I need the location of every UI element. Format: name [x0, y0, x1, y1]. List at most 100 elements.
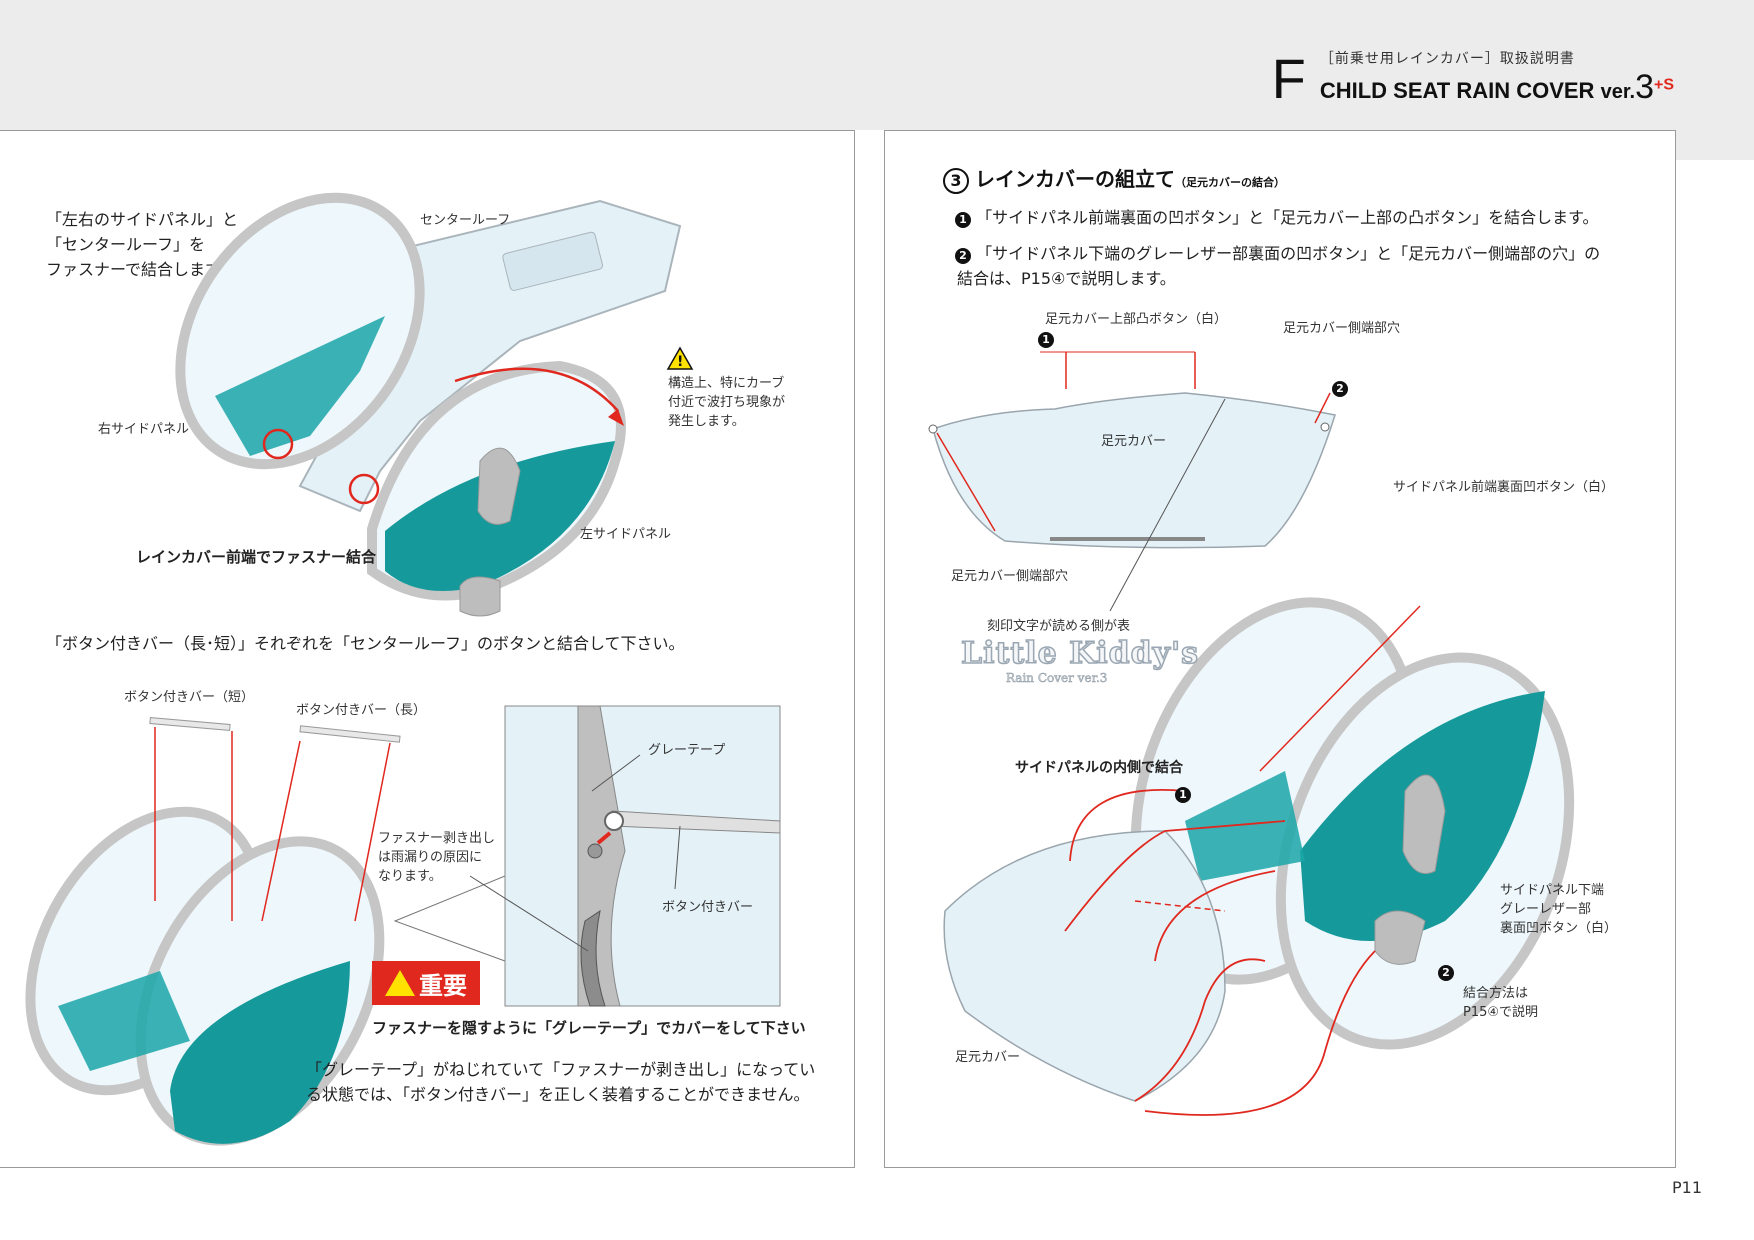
bottom-tab-shape [1374, 910, 1426, 965]
assembled-right-teal-shape [1185, 771, 1305, 881]
section-title: レインカバーの組立て [975, 167, 1175, 191]
label-bottom-button: サイドパネル下端 グレーレザー部 裏面凹ボタン（白） [1500, 881, 1617, 938]
foot-cover-flat-shape [932, 392, 1336, 549]
zipper-note-line: ファスナー剥き出し [378, 831, 496, 846]
fold-line [1134, 900, 1226, 912]
zipper-note-line: は雨漏りの原因に [378, 850, 483, 865]
bar-short-shape [149, 716, 231, 732]
label-top-button: 足元カバー上部凸ボタン（白） [1045, 312, 1228, 327]
zipper-leader [469, 875, 589, 952]
snap-arrow [596, 831, 612, 845]
connect-arrow-5 [1144, 950, 1376, 1116]
label-gray-tape: グレーテープ [648, 743, 726, 758]
warning-note: 構造上、特にカーブ 付近で波打ち現象が 発生します。 [668, 374, 785, 431]
connect-arrow-1 [1069, 789, 1186, 862]
logo-main: Little Kiddy's [960, 635, 1200, 672]
caption-inside-join: サイドパネルの内側で結合 [1015, 760, 1183, 776]
product-title: CHILD SEAT RAIN COVER ver.3+S [1320, 68, 1674, 107]
left-panel-leather-shape [477, 447, 521, 525]
foot-cover-3d-shape [943, 830, 1226, 1102]
marker-2-right: 2 [1332, 377, 1348, 397]
button-bar-leader [674, 825, 681, 890]
brand-header: F ［前乗せ用レインカバー］取扱説明書 CHILD SEAT RAIN COVE… [1272, 48, 1674, 107]
bar-arrow-3 [261, 740, 301, 922]
assembly-illustration: ! [25, 192, 781, 1146]
version-number: 3 [1635, 68, 1654, 106]
label-foot-cover-3d: 足元カバー [955, 1050, 1021, 1065]
leather-patch-shape [1402, 774, 1446, 874]
curve-arrow-head [608, 409, 624, 426]
caption-hide-zipper: ファスナーを隠すように「グレーテープ」でカバーをして下さい [372, 1019, 806, 1037]
label-bar-short: ボタン付きバー（短） [124, 690, 255, 705]
step-2-number: 2 [955, 248, 971, 264]
zipper-marker-1 [262, 428, 294, 460]
important-badge: 重要 [372, 961, 480, 1005]
curve-arrow [454, 367, 619, 412]
intro-line: ファスナーで結合します。 [46, 260, 236, 279]
left-panel: 「左右のサイドパネル」と 「センタールーフ」を ファスナーで結合します。 ! [0, 130, 855, 1168]
caption-front-zipper: レインカバー前端でファスナー結合 [136, 548, 377, 566]
front-button-leader [1259, 605, 1421, 772]
marker-2-right-num: 2 [1332, 381, 1348, 397]
header-band-extension [1670, 130, 1754, 160]
marker-1-top: 1 [1038, 328, 1054, 348]
important-label: 重要 [419, 971, 467, 1000]
logo-sub: Rain Cover ver.3 [1006, 671, 1108, 686]
step-2: 2 「サイドパネル下端のグレーレザー部裏面の凹ボタン」と「足元カバー側端部の穴」… [955, 241, 1600, 291]
marker-1-inside: 1 [1175, 783, 1191, 803]
warning-note-line: 発生します。 [668, 414, 745, 429]
label-side-hole-right: 足元カバー側端部穴 [1283, 321, 1401, 336]
join-method-note: 結合方法は P15④で説明 [1463, 984, 1538, 1022]
label-side-hole-left: 足元カバー側端部穴 [951, 569, 1069, 584]
marker-2-bottom: 2 [1438, 961, 1454, 981]
engraved-leader [1109, 398, 1226, 612]
step-2-text-cont: 結合は、P15④で説明します。 [957, 269, 1176, 288]
step-1-text: 「サイドパネル前端裏面の凹ボタン」と「足元カバー上部の凸ボタン」を結合します。 [976, 208, 1599, 227]
arrow-side-hole-left [936, 432, 996, 532]
intro-line: 「左右のサイドパネル」と [46, 210, 239, 229]
instruction-bars: 「ボタン付きバー（長･短）」それぞれを「センタールーフ」のボタンと結合して下さい… [46, 634, 685, 653]
label-button-bar: ボタン付きバー [662, 900, 754, 915]
warning-text: 「グレーテープ」がねじれていて「ファスナーが剥き出し」になってい る状態では、「… [306, 1057, 815, 1107]
warning-note-line: 付近で波打ち現象が [668, 395, 786, 410]
bar-end-circle [604, 811, 624, 831]
bottom-button-line: サイドパネル下端 [1500, 883, 1605, 898]
label-front-button: サイドパネル前端裏面凹ボタン（白） [1393, 480, 1615, 495]
roof-vent-shape [502, 231, 604, 291]
zipper-exposed-note: ファスナー剥き出し は雨漏りの原因に なります。 [378, 829, 495, 886]
section-number: 3 [943, 168, 969, 194]
bar-arrow-4 [354, 742, 391, 922]
intro-text: 「左右のサイドパネル」と 「センタールーフ」を ファスナーで結合します。 [46, 207, 238, 282]
callout-pointer [393, 875, 506, 962]
warning-text-line: る状態では、「ボタン付きバー」を正しく装着することができません。 [306, 1085, 810, 1104]
bottom-button-line: グレーレザー部 [1500, 902, 1592, 917]
zipper-marker-2 [348, 473, 380, 505]
step-1-number: 1 [955, 212, 971, 228]
gray-tape-leader [591, 754, 641, 792]
lower-right-teal-shape [58, 971, 190, 1071]
connect-arrow-2 [1064, 820, 1286, 932]
left-panel-tab-shape [459, 576, 501, 617]
little-kiddys-logo: Little Kiddy's Rain Cover ver.3 [960, 635, 1200, 686]
page-number: P11 [1672, 1178, 1703, 1197]
zipper-teeth-shape [580, 909, 606, 1007]
label-engraved-side: 刻印文字が読める側が表 [987, 619, 1131, 634]
label-right-panel: 右サイドパネル [98, 422, 190, 437]
step-1: 1 「サイドパネル前端裏面の凹ボタン」と「足元カバー上部の凸ボタン」を結合します… [955, 205, 1599, 230]
warning-note-line: 構造上、特にカーブ [668, 376, 785, 391]
label-center-roof: センタールーフ [420, 213, 511, 228]
label-foot-cover: 足元カバー [1101, 434, 1167, 449]
manual-subtitle: ［前乗せ用レインカバー］取扱説明書 [1319, 51, 1575, 67]
snap-button-shape [587, 843, 603, 859]
intro-line: 「センタールーフ」を [46, 235, 206, 254]
label-bar-long: ボタン付きバー（長） [296, 703, 427, 718]
warning-text-line: 「グレーテープ」がねじれていて「ファスナーが剥き出し」になってい [306, 1060, 816, 1079]
zipper-detail-box [504, 705, 781, 1007]
foot-cover-illustration [928, 351, 1575, 1116]
warning-triangle-icon [385, 970, 415, 996]
label-left-panel: 左サイドパネル [580, 527, 672, 542]
section-subtitle: （足元カバーの結合） [1175, 176, 1285, 189]
hole-right [1320, 422, 1330, 432]
